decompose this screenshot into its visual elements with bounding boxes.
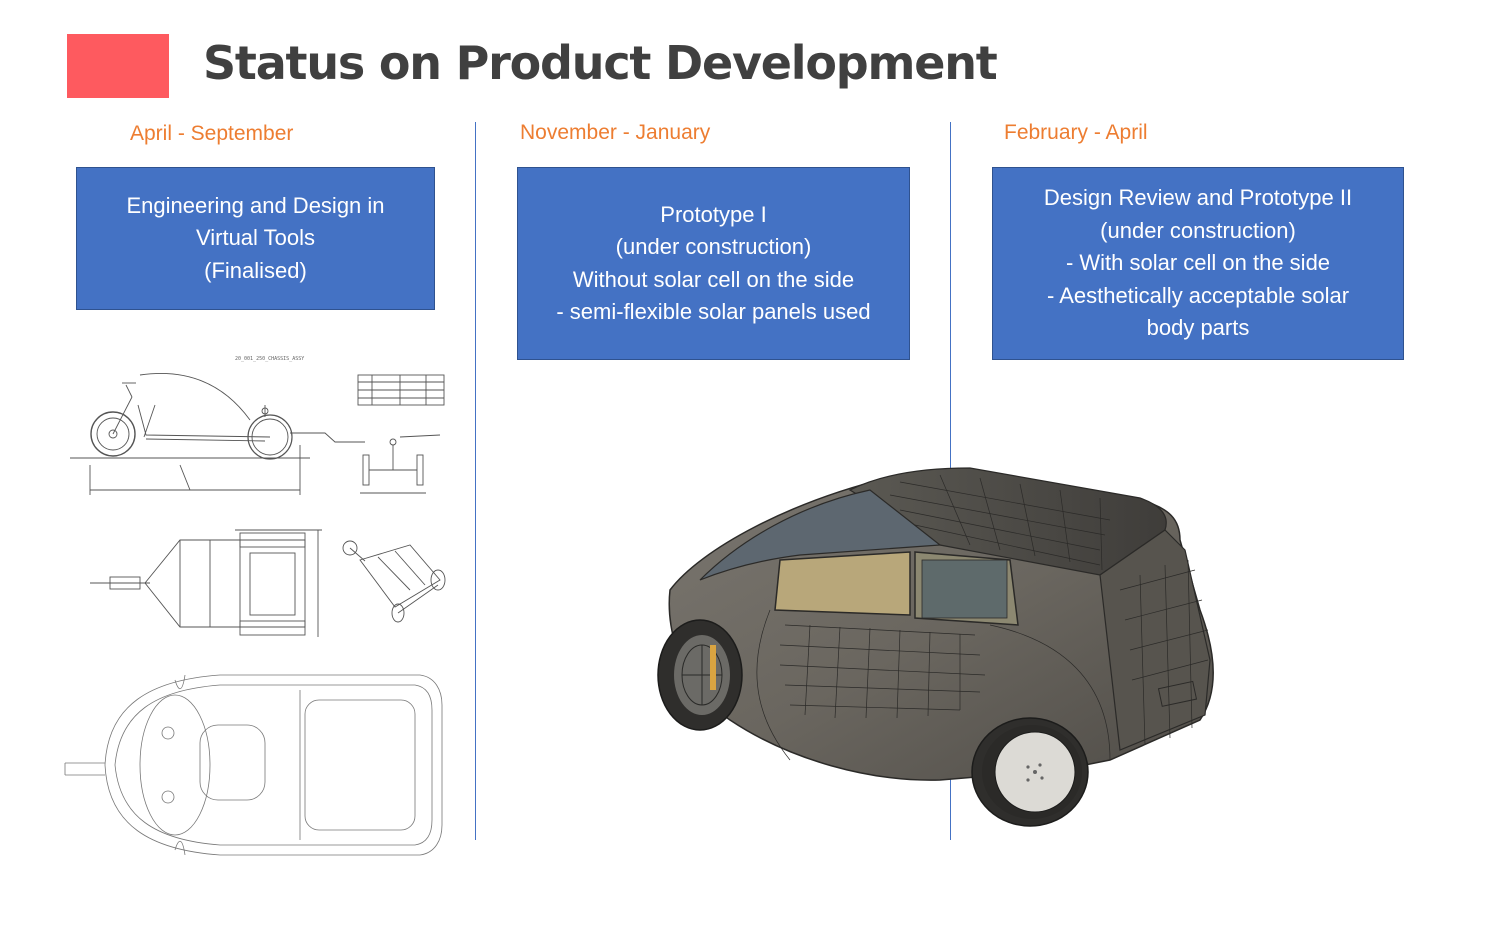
body-plan-view-drawing	[64, 674, 443, 856]
phase-2-line: Without solar cell on the side	[572, 266, 855, 292]
phase-2-period: November - January	[520, 121, 711, 144]
phase-2-line: (under construction)	[615, 234, 812, 259]
side-view-drawing	[70, 373, 365, 495]
phase-3-line: - Aesthetically acceptable solar	[1046, 282, 1350, 308]
solar-vehicle-render	[657, 467, 1214, 827]
rear-wheel	[971, 717, 1089, 827]
phase-3-box: Design Review and Prototype II (under co…	[992, 167, 1404, 360]
phase-3-line: body parts	[1146, 315, 1250, 341]
phase-2-line: - semi-flexible solar panels used	[556, 299, 871, 324]
phase-1-period: April - September	[130, 122, 294, 145]
front-wheel	[657, 619, 743, 731]
phase-2-line: Prototype I	[660, 201, 767, 227]
front-view-drawing	[360, 434, 441, 494]
phase-1-line: (Finalised)	[204, 257, 307, 283]
title-accent-bar	[67, 34, 169, 98]
chassis-technical-drawing: 20_001_250_CHASSIS_ASSY	[64, 356, 446, 856]
phase-3-line: - With solar cell on the side	[1065, 250, 1331, 276]
top-view-drawing	[90, 529, 322, 637]
iso-view-drawing	[342, 540, 446, 623]
phase-1-line: Engineering and Design in	[126, 192, 385, 218]
phase-3-period: February - April	[1004, 121, 1148, 144]
phase-1-line: Virtual Tools	[195, 225, 316, 251]
slide-title: Status on Product Development	[203, 36, 998, 90]
phase-2-box: Prototype I (under construction) Without…	[517, 167, 910, 360]
phase-1-box: Engineering and Design in Virtual Tools …	[76, 167, 435, 310]
drawing-sheet-code: 20_001_250_CHASSIS_ASSY	[235, 356, 304, 362]
phase-3-line: (under construction)	[1100, 217, 1296, 243]
phase-3-line: Design Review and Prototype II	[1043, 185, 1353, 211]
timeline-divider-1	[475, 122, 476, 840]
